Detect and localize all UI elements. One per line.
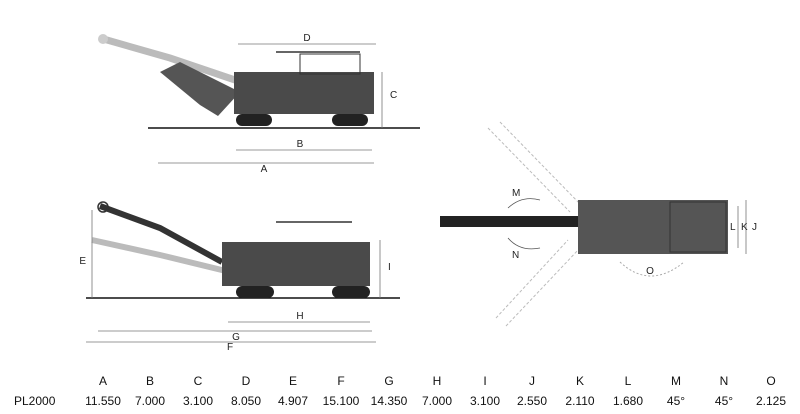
dim-label-l: L (730, 222, 736, 233)
col-header-o: O (766, 374, 776, 388)
value-a: 11.550 (85, 394, 121, 408)
dim-label-j: J (752, 222, 757, 233)
col-header-i: I (483, 374, 487, 388)
value-g: 14.350 (370, 394, 408, 408)
dim-label-n: N (512, 250, 519, 261)
value-o: 2.125 (755, 394, 787, 408)
col-header-c: C (193, 374, 203, 388)
value-b: 7.000 (134, 394, 166, 408)
dim-label-g: G (232, 332, 240, 343)
dim-label-d: D (303, 33, 310, 44)
col-header-a: A (98, 374, 107, 388)
col-header-h: H (432, 374, 442, 388)
dim-label-a: A (261, 164, 268, 175)
value-f: 15.100 (322, 394, 360, 408)
elevation-view-top: D C B A (98, 33, 420, 175)
value-h: 7.000 (421, 394, 453, 408)
col-header-k: K (575, 374, 584, 388)
dim-label-c: C (390, 90, 397, 101)
machine-dimension-drawing: D C B A E I H G F M (79, 33, 757, 353)
model-name: PL2000 (14, 394, 56, 408)
value-m: 45° (666, 394, 686, 408)
col-header-g: G (384, 374, 394, 388)
col-header-l: L (624, 374, 632, 388)
value-i: 3.100 (469, 394, 501, 408)
col-header-d: D (241, 374, 251, 388)
value-k: 2.110 (565, 394, 595, 408)
dim-label-o: O (646, 266, 654, 277)
col-header-b: B (145, 374, 154, 388)
value-c: 3.100 (182, 394, 214, 408)
col-header-n: N (719, 374, 729, 388)
dim-label-k: K (741, 222, 748, 233)
col-header-j: J (529, 374, 535, 388)
plan-view: M N J K L O (440, 121, 757, 327)
value-l: 1.680 (612, 394, 644, 408)
value-e: 4.907 (277, 394, 309, 408)
dim-label-e: E (79, 256, 86, 267)
elevation-view-bottom: E I H G F (79, 201, 400, 353)
dim-label-h: H (296, 311, 303, 322)
dim-label-f: F (227, 342, 233, 353)
value-n: 45° (714, 394, 734, 408)
col-header-m: M (671, 374, 681, 388)
col-header-e: E (288, 374, 297, 388)
col-header-f: F (337, 374, 345, 388)
dim-label-m: M (512, 188, 520, 199)
spec-table: A B C D E F G H I J K L M N O PL2000 11.… (0, 370, 800, 414)
value-j: 2.550 (516, 394, 548, 408)
value-d: 8.050 (230, 394, 262, 408)
dim-label-i: I (388, 262, 391, 273)
dim-label-b: B (297, 139, 304, 150)
